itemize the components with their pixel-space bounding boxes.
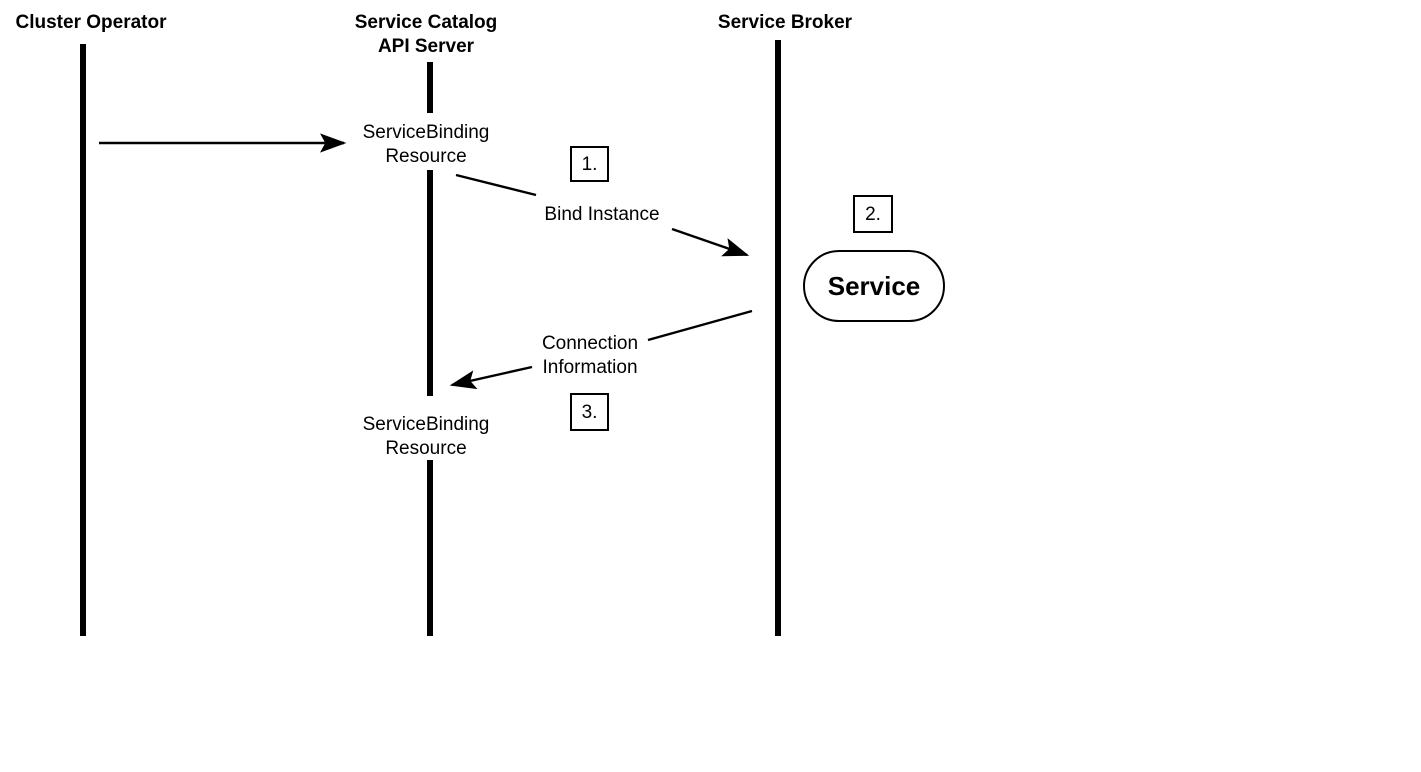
step-box-1: 1. bbox=[570, 146, 609, 182]
actor-header-cluster-operator: Cluster Operator bbox=[15, 12, 167, 33]
note-service-binding-resource-bottom: ServiceBinding Resource bbox=[362, 414, 490, 459]
message-label-bind-instance: Bind Instance bbox=[544, 204, 660, 225]
arrow-bind-instance bbox=[671, 227, 750, 257]
step-box-3: 3. bbox=[570, 393, 609, 431]
actor-header-service-catalog-api-server: Service Catalog API Server bbox=[354, 12, 498, 57]
lifeline-service-catalog-api-server-segment-3 bbox=[427, 460, 433, 636]
lifeline-service-catalog-api-server-segment-2 bbox=[427, 170, 433, 396]
node-service: Service bbox=[803, 250, 945, 322]
actor-header-service-broker: Service Broker bbox=[717, 12, 853, 33]
connector-bind-instance bbox=[455, 173, 537, 197]
lifeline-service-broker bbox=[775, 40, 781, 636]
lifeline-cluster-operator bbox=[80, 44, 86, 636]
note-service-binding-resource-top: ServiceBinding Resource bbox=[362, 122, 490, 167]
lifeline-service-catalog-api-server-segment-1 bbox=[427, 62, 433, 113]
step-box-2: 2. bbox=[853, 195, 893, 233]
message-label-connection-information: Connection Information bbox=[541, 333, 639, 378]
